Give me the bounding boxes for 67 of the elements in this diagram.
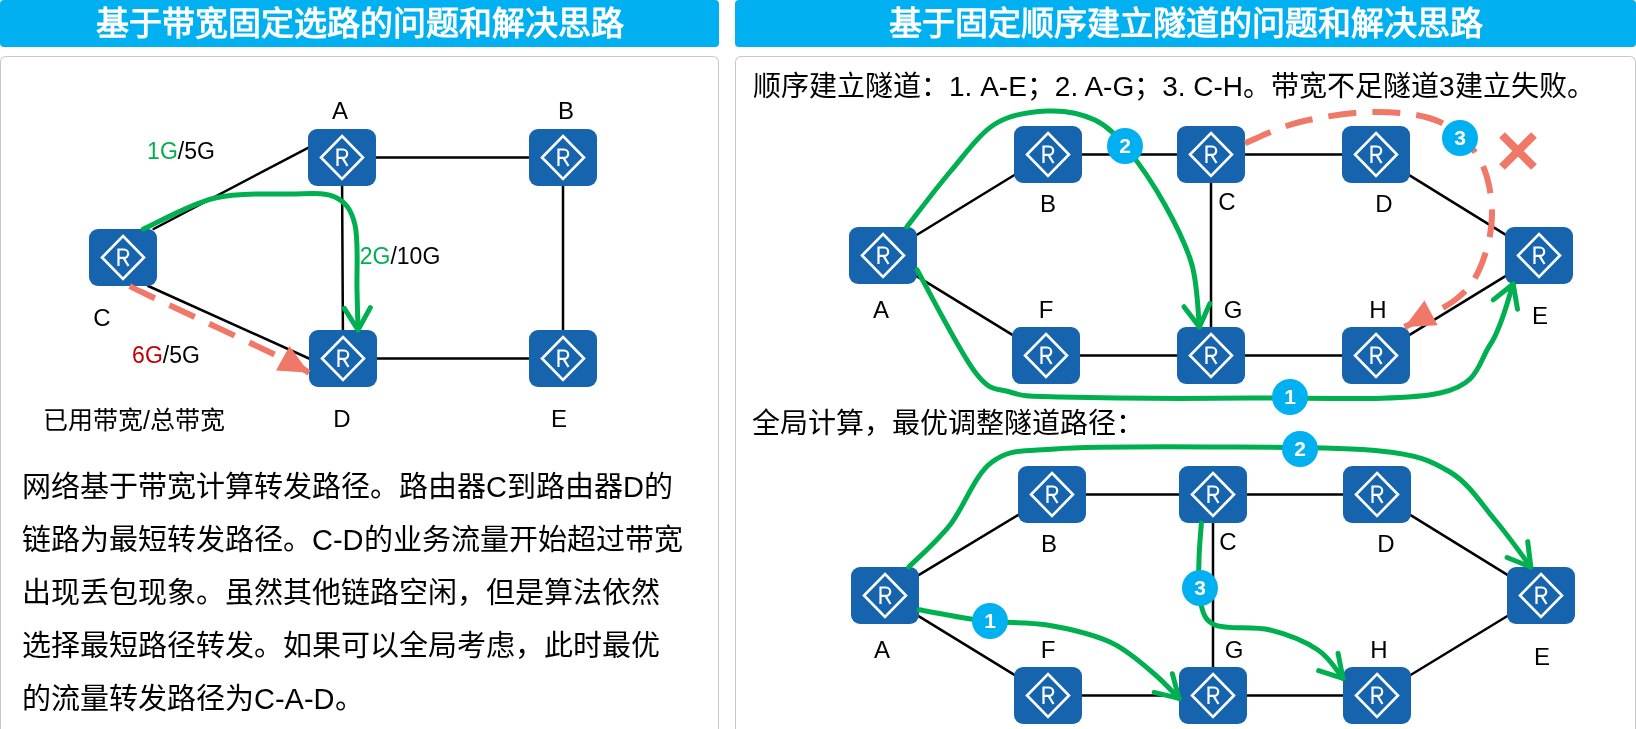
node-label: H bbox=[1369, 297, 1387, 323]
curved-arrow bbox=[914, 267, 1521, 402]
link-line bbox=[1408, 174, 1507, 236]
link-line bbox=[374, 156, 531, 159]
link-line bbox=[1245, 694, 1345, 697]
node-label: D bbox=[1375, 191, 1393, 217]
link-line bbox=[1245, 493, 1345, 496]
link-line bbox=[1209, 181, 1213, 329]
curved-arrow bbox=[904, 108, 1213, 330]
number-badge: 1 bbox=[972, 603, 1008, 639]
link-line bbox=[375, 357, 531, 360]
node-label: D bbox=[333, 406, 351, 432]
link-line bbox=[1409, 514, 1509, 576]
node-label: D bbox=[1377, 531, 1395, 557]
link-line bbox=[915, 174, 1016, 236]
link-line bbox=[152, 146, 310, 231]
number-badge: 2 bbox=[1107, 128, 1143, 164]
link-line bbox=[340, 184, 345, 332]
dashed-arrow bbox=[1243, 109, 1495, 330]
number-badge: 2 bbox=[1282, 431, 1318, 467]
node-label: G bbox=[1223, 297, 1243, 323]
note-text: 已用带宽/总带宽 bbox=[43, 405, 225, 435]
node-label: E bbox=[1534, 644, 1550, 670]
number-badge: 3 bbox=[1442, 120, 1478, 156]
curved-arrow bbox=[1195, 520, 1346, 681]
note-text: 顺序建立隧道：1. A-E；2. A-G；3. C-H。带宽不足隧道3建立失败。 bbox=[753, 70, 1595, 104]
link-line bbox=[915, 275, 1014, 336]
link-line bbox=[917, 615, 1016, 676]
description-text: 网络基于带宽计算转发路径。路由器C到路由器D的链路为最短转发路径。C-D的业务流量开始超过带宽出现丢包现象。虽然其他链路空闲，但是算法依然选择最短路径转发。如果可以全局考虑，此时最优的流量转发路径为C-A-D。 bbox=[22, 470, 684, 717]
curved-arrow bbox=[906, 444, 1534, 570]
number-badge: 3 bbox=[1182, 570, 1218, 606]
node-label: B bbox=[1041, 531, 1057, 557]
node-label: C bbox=[1219, 529, 1237, 555]
link-line bbox=[561, 184, 565, 332]
node-label: C bbox=[93, 305, 111, 331]
link-line bbox=[1409, 614, 1509, 677]
link-line bbox=[1084, 493, 1181, 496]
link-line bbox=[1078, 354, 1179, 357]
title-banner: 基于带宽固定选路的问题和解决思路 bbox=[0, 0, 719, 47]
number-badge: 1 bbox=[1272, 379, 1308, 415]
node-label: G bbox=[1224, 637, 1244, 663]
node-label: A bbox=[332, 98, 348, 124]
node-label: F bbox=[1038, 297, 1054, 323]
node-label: B bbox=[558, 98, 574, 124]
note-text: 全局计算，最优调整隧道路径： bbox=[752, 407, 1144, 441]
panel bbox=[735, 56, 1636, 729]
curved-arrow bbox=[916, 607, 1182, 701]
link-line bbox=[1243, 354, 1344, 357]
link-line bbox=[917, 513, 1020, 577]
node-label: A bbox=[873, 297, 889, 323]
node-label: C bbox=[1218, 189, 1236, 215]
node-label: E bbox=[1532, 303, 1548, 329]
link-line bbox=[1243, 153, 1344, 156]
panel bbox=[0, 56, 719, 729]
node-label: B bbox=[1040, 191, 1056, 217]
edge-label: 1G/5G bbox=[147, 138, 215, 164]
curved-arrow bbox=[140, 190, 373, 333]
node-label: F bbox=[1040, 637, 1056, 663]
node-label: E bbox=[551, 406, 567, 432]
link-line bbox=[146, 284, 311, 360]
link-line bbox=[1408, 275, 1507, 336]
title-banner: 基于固定顺序建立隧道的问题和解决思路 bbox=[735, 0, 1636, 47]
dashed-arrow bbox=[128, 283, 311, 376]
edge-label: 6G/5G bbox=[132, 342, 200, 368]
edge-label: 2G/10G bbox=[359, 243, 441, 269]
node-label: H bbox=[1370, 637, 1388, 663]
node-label: A bbox=[874, 637, 890, 663]
